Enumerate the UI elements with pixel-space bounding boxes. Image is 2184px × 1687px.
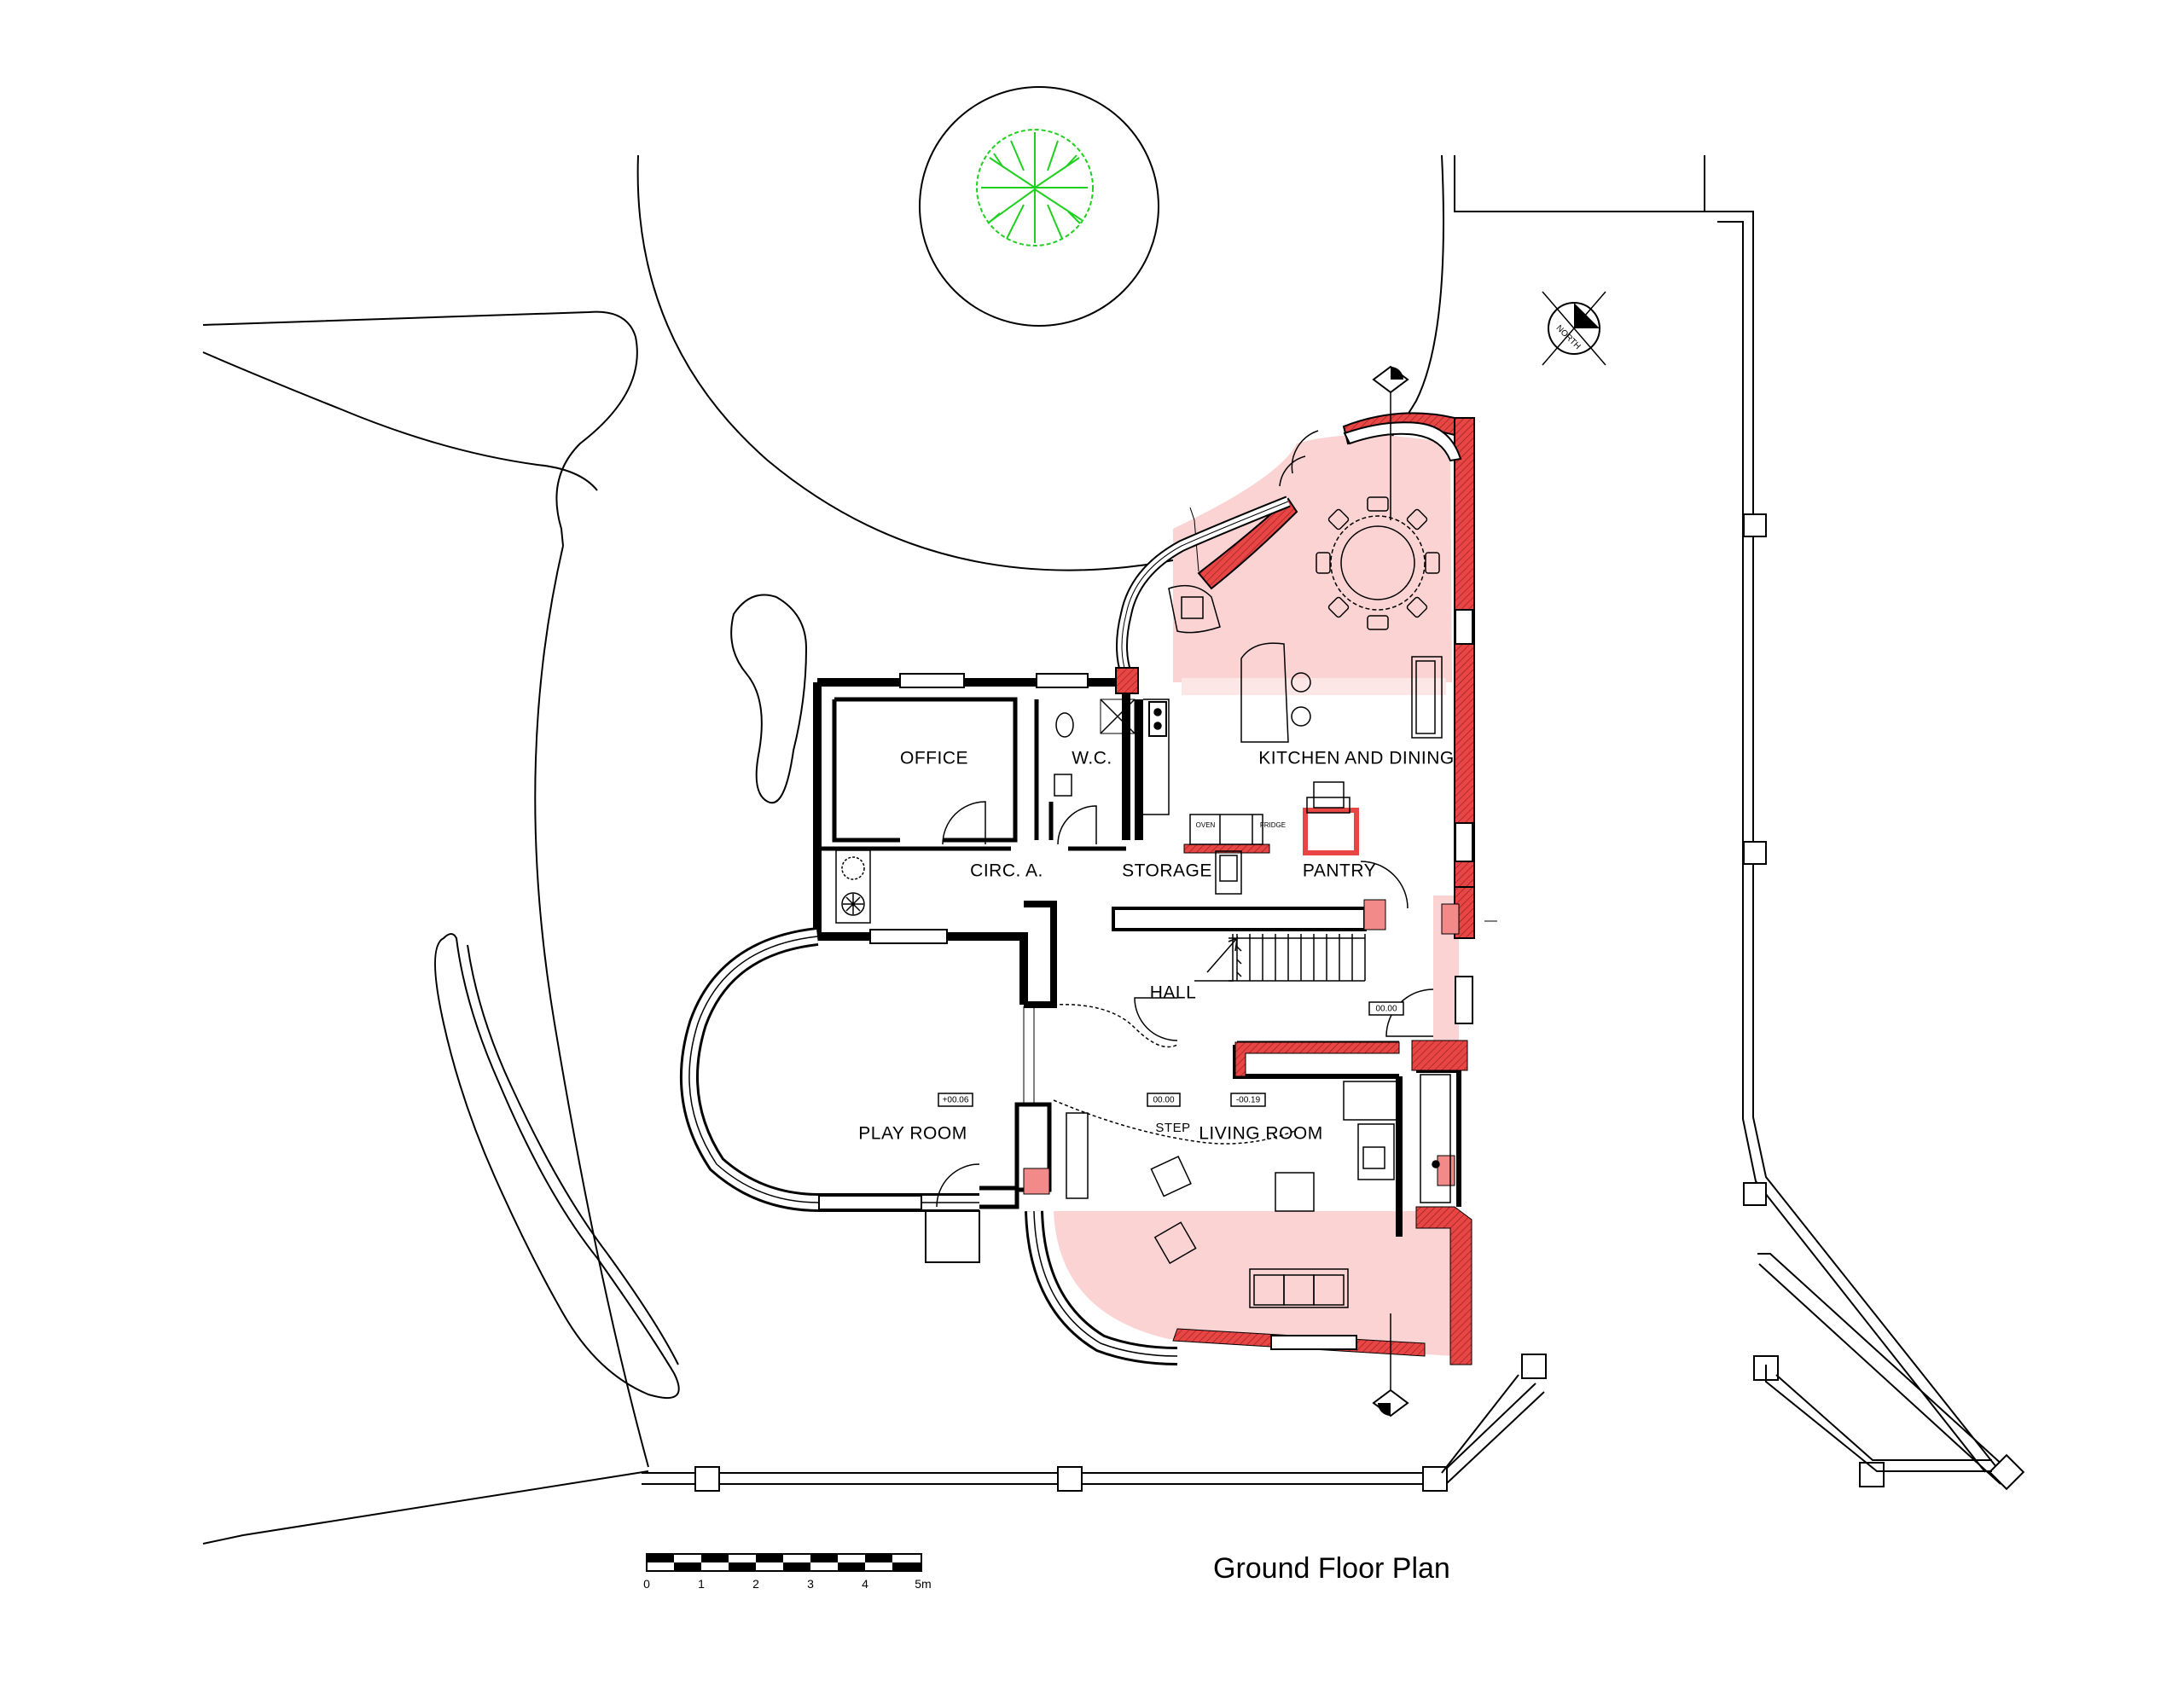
section-marker-bottom (1372, 1313, 1409, 1417)
kitchen-walls (1023, 412, 1475, 1365)
room-label-step: STEP (1155, 1121, 1190, 1135)
appliance-label-oven: OVEN (1196, 821, 1216, 829)
doors (942, 430, 1434, 1145)
room-label-hall: HALL (1150, 983, 1197, 1003)
scale-tick-0: 0 (643, 1577, 650, 1591)
room-label-pantry: PANTRY (1303, 861, 1376, 881)
bottom-fence (642, 1354, 1547, 1492)
room-label-office: OFFICE (900, 749, 968, 768)
north-arrow: NORTH (1542, 291, 1606, 366)
room-label-storage: STORAGE (1122, 861, 1212, 881)
room-label-play: PLAY ROOM (858, 1124, 967, 1144)
dining-chairs (1316, 496, 1440, 630)
room-labels: OFFICE W.C. KITCHEN AND DINING CIRC. A. … (858, 749, 1454, 1144)
garden-path (434, 933, 680, 1399)
plan-title: Ground Floor Plan (1213, 1552, 1450, 1585)
level-tags (938, 1001, 1404, 1107)
level-living-a: 00.00 (1153, 1096, 1174, 1105)
section-marker-top (1372, 365, 1409, 520)
kitchen-island (1240, 642, 1289, 743)
garden-path-upper (730, 594, 808, 804)
scale-tick-5: 5m (915, 1577, 931, 1591)
level-labels: 00.00 +00.06 00.00 -00.19 (943, 1005, 1397, 1105)
living-sofa (1249, 1268, 1349, 1308)
dining-table (1330, 515, 1426, 611)
play-room-wall (679, 927, 980, 1263)
room-label-circ: CIRC. A. (970, 861, 1043, 881)
staircase (1194, 934, 1366, 982)
level-play: +00.06 (943, 1096, 969, 1105)
living-room-wall (1025, 1210, 1357, 1365)
scale-tick-1: 1 (698, 1577, 705, 1591)
scale-tick-2: 2 (752, 1577, 759, 1591)
scale-tick-3: 3 (807, 1577, 814, 1591)
appliance-label-fridge: FRIDGE (1260, 821, 1286, 829)
scale-bar: 0 1 2 3 4 5m (643, 1553, 932, 1591)
section-markers (1372, 365, 1497, 1417)
room-label-wc: W.C. (1072, 749, 1112, 768)
level-hall: 00.00 (1375, 1005, 1397, 1014)
furniture (835, 496, 1451, 1308)
room-label-kitchen: KITCHEN AND DINING (1258, 749, 1455, 768)
windows (899, 609, 1473, 1024)
tree-icon (976, 129, 1094, 246)
site-landscape (202, 86, 1706, 1545)
scale-tick-4: 4 (862, 1577, 868, 1591)
room-label-living: LIVING ROOM (1199, 1124, 1323, 1144)
level-living-b: -00.19 (1236, 1096, 1261, 1105)
boundary-fence (1706, 211, 2025, 1491)
